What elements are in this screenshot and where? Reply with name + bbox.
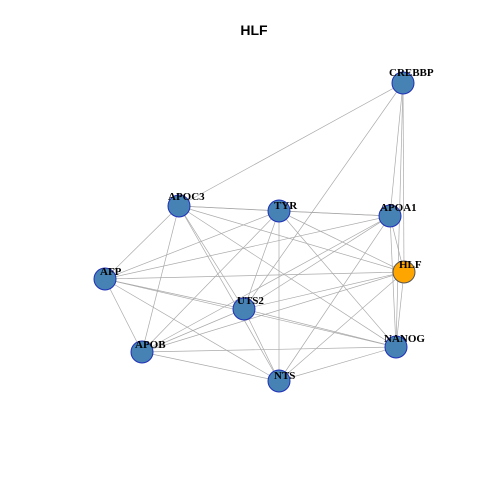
node-circle-nts: [267, 369, 291, 393]
node-label-apoc3: APOC3: [168, 191, 205, 203]
edge-tyr-afp: [104, 210, 280, 280]
edge-hlf-nts: [278, 271, 405, 382]
edge-nanog-nts: [278, 346, 397, 382]
edge-hlf-apob: [141, 271, 405, 353]
node-label-nanog: NANOG: [384, 333, 425, 345]
node-circle-nanog: [384, 335, 408, 359]
node-apoc3: APOC3: [167, 191, 205, 218]
node-label-hlf: HLF: [399, 259, 422, 271]
edge-apoa1-uts2: [243, 215, 391, 310]
node-tyr: TYR: [267, 199, 298, 223]
node-label-uts2: UTS2: [237, 295, 264, 307]
edge-apoc3-afp: [104, 205, 180, 280]
node-apoa1: APOA1: [378, 202, 417, 228]
edge-tyr-apoa1: [278, 210, 391, 217]
edge-apoa1-apob: [141, 215, 391, 353]
edge-apoc3-nts: [178, 205, 280, 382]
edge-afp-apob: [104, 278, 143, 353]
edge-uts2-nts: [243, 308, 280, 382]
edge-apoc3-hlf: [178, 205, 405, 273]
edge-apoa1-afp: [104, 215, 391, 280]
edge-afp-uts2: [104, 278, 245, 310]
node-afp: AFP: [93, 266, 122, 291]
node-label-nts: NTS: [274, 370, 295, 382]
edge-uts2-nanog: [243, 308, 397, 348]
edge-afp-nts: [104, 278, 280, 382]
edge-crebbp-apoc3: [178, 82, 404, 207]
node-circle-tyr: [267, 199, 291, 223]
node-label-crebbp: CREBBP: [389, 67, 434, 79]
edge-tyr-apob: [141, 210, 280, 353]
node-hlf: HLF: [392, 259, 422, 284]
node-uts2: UTS2: [232, 295, 264, 321]
edge-crebbp-uts2: [243, 82, 404, 310]
node-circle-afp: [93, 267, 117, 291]
edge-hlf-uts2: [243, 271, 405, 310]
node-label-apoa1: APOA1: [380, 202, 417, 214]
node-circle-apoc3: [167, 194, 191, 218]
edge-apob-nts: [141, 351, 280, 382]
edge-hlf-afp: [104, 271, 405, 280]
edge-hlf-nanog: [395, 271, 405, 348]
node-circle-apob: [130, 340, 154, 364]
node-label-afp: AFP: [100, 266, 122, 278]
edge-apoc3-apob: [141, 205, 180, 353]
edge-crebbp-hlf: [402, 82, 405, 273]
node-crebbp: CREBBP: [389, 67, 434, 95]
node-label-tyr: TYR: [274, 200, 298, 212]
graph-title: HLF: [240, 22, 268, 38]
node-label-apob: APOB: [135, 339, 166, 351]
edge-crebbp-apoa1: [389, 82, 404, 217]
node-circle-hlf: [392, 260, 416, 284]
edge-tyr-nanog: [278, 210, 397, 348]
edge-apoc3-uts2: [178, 205, 245, 310]
edge-apob-nanog: [141, 346, 397, 353]
edge-tyr-hlf: [278, 210, 405, 273]
node-apob: APOB: [130, 339, 166, 364]
edges-layer: [104, 82, 405, 382]
node-nanog: NANOG: [384, 333, 425, 359]
node-circle-uts2: [232, 297, 256, 321]
node-circle-apoa1: [378, 204, 402, 228]
edge-apoa1-nts: [278, 215, 391, 382]
edge-apoc3-nanog: [178, 205, 397, 348]
node-circle-crebbp: [391, 71, 415, 95]
edge-uts2-apob: [141, 308, 245, 353]
node-nts: NTS: [267, 369, 295, 393]
